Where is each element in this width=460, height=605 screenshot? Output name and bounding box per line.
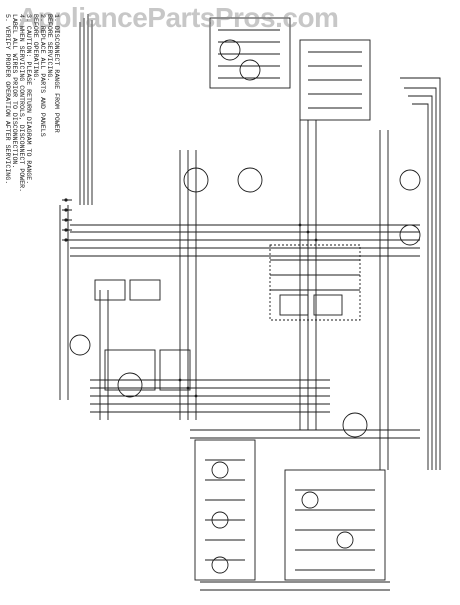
control-board bbox=[269, 244, 361, 321]
top-switch-block bbox=[209, 17, 291, 89]
coil-lower-1 bbox=[342, 412, 368, 438]
coil-left-1 bbox=[69, 334, 91, 356]
coil-mid-2 bbox=[237, 167, 263, 193]
watermark-text: AppliancePartsPros.com bbox=[18, 2, 339, 33]
note-line: 2. REPLACE ALL PARTS AND PANELS bbox=[39, 14, 46, 137]
wire-bottom bbox=[190, 429, 420, 591]
switch-left-1 bbox=[94, 279, 126, 301]
coil-top-1 bbox=[219, 39, 241, 61]
bottom-switch-left bbox=[194, 439, 256, 581]
wire-bus-right bbox=[400, 77, 441, 470]
wire-bus-top bbox=[79, 14, 93, 205]
coil-right-2 bbox=[399, 224, 421, 246]
switch-left-2 bbox=[129, 279, 161, 301]
wire-bus-middle bbox=[70, 224, 420, 257]
wire-bus-lower bbox=[90, 379, 330, 413]
switch-lower-2 bbox=[159, 349, 191, 391]
coil-mid-1 bbox=[183, 167, 209, 193]
note-line: 4. WHEN SERVICING CONTROLS, DISCONNECT P… bbox=[18, 14, 25, 193]
note-line: 3. CAUTION: PLEASE RETURN DIAGRAM TO RAN… bbox=[25, 14, 32, 185]
bottom-switch-right bbox=[284, 469, 386, 581]
coil-right-1 bbox=[399, 169, 421, 191]
note-line: 1. DISCONNECT RANGE FROM POWER bbox=[53, 14, 60, 133]
note-line: BEFORE OPERATING. bbox=[32, 14, 39, 82]
relay-block-2 bbox=[313, 294, 343, 316]
top-right-switch bbox=[299, 39, 371, 121]
note-line: LABEL ALL WIRES PRIOR TO DISCONNECTION. bbox=[11, 14, 18, 169]
relay-block-1 bbox=[279, 294, 309, 316]
coil-top-2 bbox=[239, 59, 261, 81]
service-notes: 1. DISCONNECT RANGE FROM POWER BEFORE SE… bbox=[2, 14, 64, 214]
switch-lower-1 bbox=[104, 349, 156, 391]
note-line: 5. VERIFY PROPER OPERATION AFTER SERVICI… bbox=[4, 14, 11, 185]
note-line: BEFORE SERVICING. bbox=[46, 14, 53, 82]
coil-left-2 bbox=[117, 372, 143, 398]
wire-left-verticals bbox=[59, 205, 109, 420]
